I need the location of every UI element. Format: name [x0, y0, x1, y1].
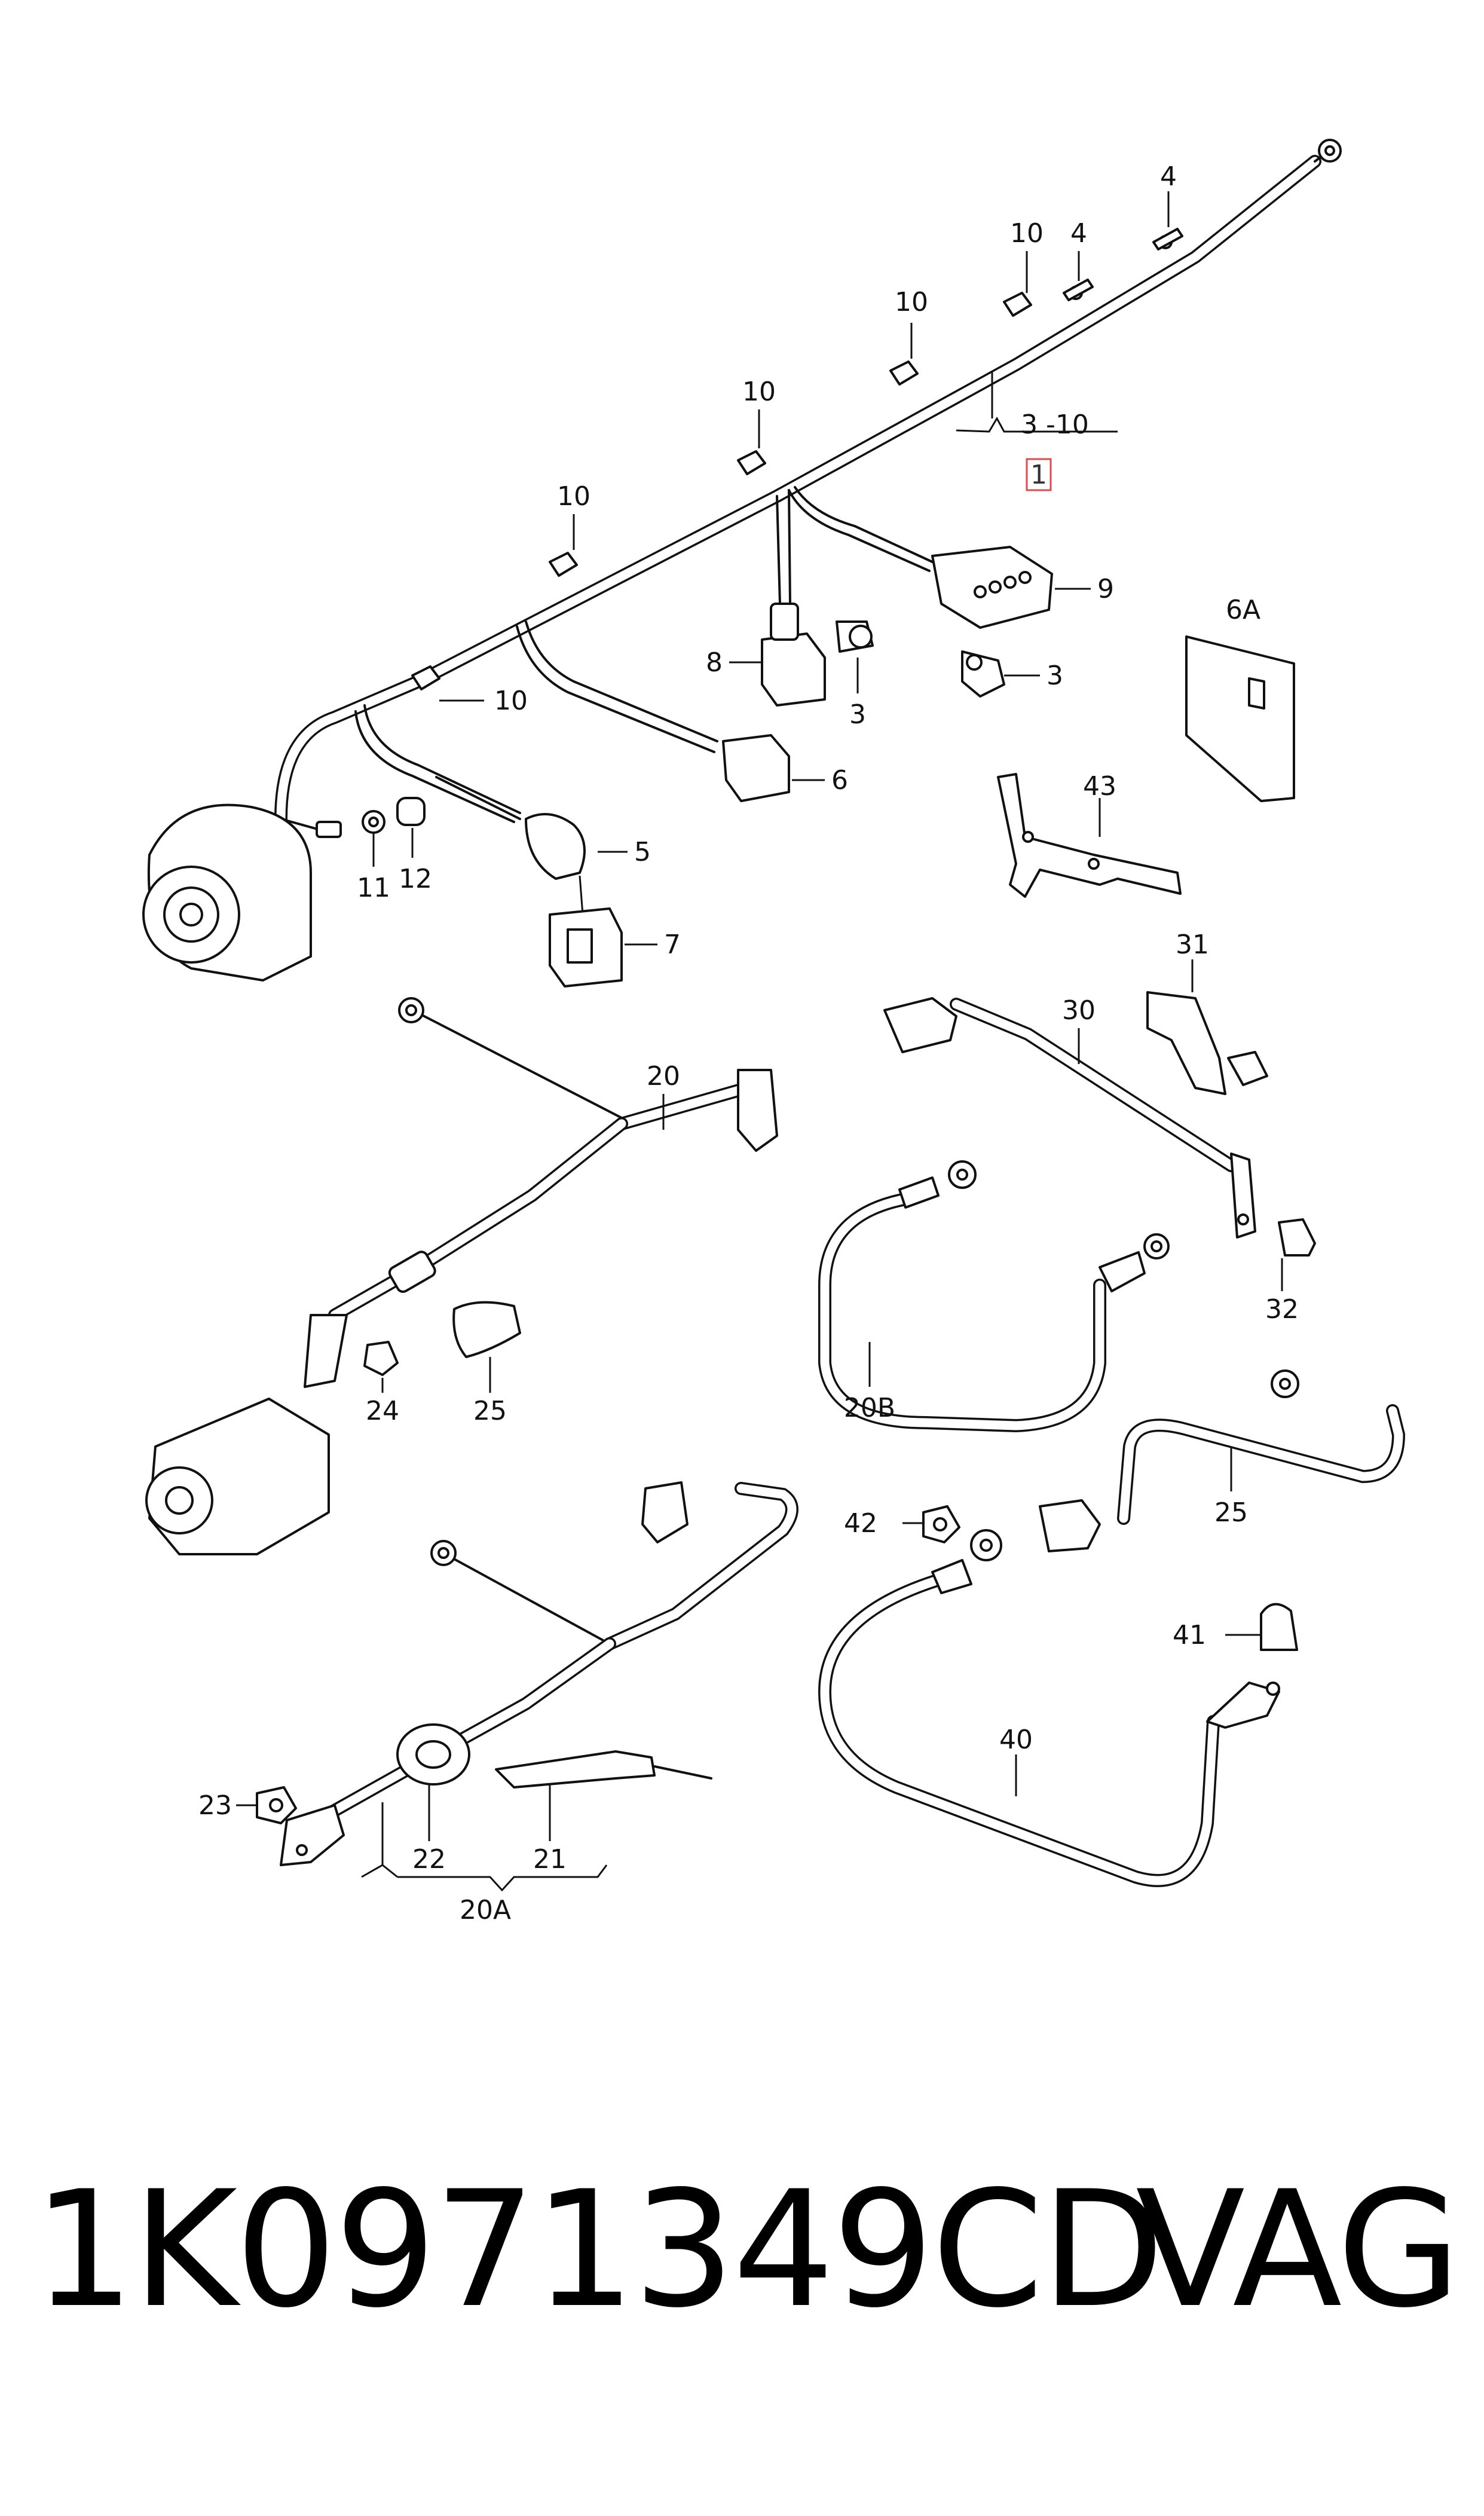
fastener-3 [836, 620, 1005, 698]
starter-motor [145, 1398, 330, 1555]
bracket-43 [997, 773, 1182, 898]
callout-32: 32 [1265, 1294, 1299, 1325]
part-number: 1K0971349CD [33, 2157, 1164, 2343]
brand-label: VAG [1136, 2157, 1461, 2343]
callout-21: 21 [533, 1844, 567, 1875]
nut-42 [922, 1505, 960, 1543]
callout-20B: 20B [844, 1393, 895, 1423]
ground-cable-25 [1039, 1369, 1406, 1552]
callout-6A: 6A [1226, 595, 1260, 625]
sensor-21 [495, 1750, 712, 1789]
callout-25: 25 [473, 1396, 507, 1426]
cap-41 [1260, 1603, 1298, 1651]
callout-24: 24 [366, 1396, 399, 1426]
item-1-highlight-box [1026, 458, 1052, 491]
engine-wiring-harness [274, 139, 1342, 838]
connector-7 [549, 907, 623, 988]
connector-6 [722, 734, 790, 802]
wiring-harness-diagram: 4 4 10 10 10 10 10 3 -10 1 9 8 3 3 6A 6 … [142, 139, 1406, 1925]
cap-25-upper [452, 1301, 521, 1358]
callout-10: 10 [742, 377, 776, 407]
bracket-31 [1146, 991, 1268, 1095]
callout-25: 25 [1214, 1497, 1248, 1528]
cable-clips [411, 228, 1183, 690]
ground-cable-20B [818, 1160, 1170, 1433]
gasket-6A [1185, 635, 1295, 802]
callout-12: 12 [399, 864, 432, 894]
callout-10: 10 [895, 287, 928, 317]
callout-4: 4 [1070, 218, 1087, 249]
callout-20: 20 [647, 1061, 680, 1092]
leader-lines [236, 191, 1283, 1892]
callout-10: 10 [1010, 218, 1044, 249]
nut-23 [256, 1786, 297, 1824]
callout-30: 30 [1062, 995, 1096, 1026]
callout-40: 40 [999, 1725, 1033, 1755]
callout-5: 5 [634, 837, 651, 867]
starter-cable-20 [304, 997, 778, 1388]
nut-24 [363, 1341, 399, 1376]
nut-11-12 [362, 797, 426, 834]
alternator [142, 803, 312, 982]
callout-4: 4 [1160, 161, 1177, 192]
callout-labels: 4 4 10 10 10 10 10 3 -10 1 9 8 3 3 6A 6 … [198, 161, 1299, 1925]
sensor-5 [435, 776, 586, 915]
callout-3: 3 [1047, 661, 1063, 691]
callout-8: 8 [706, 647, 723, 678]
callout-42: 42 [844, 1508, 877, 1539]
callout-10: 10 [494, 686, 528, 716]
callout-41: 41 [1173, 1620, 1206, 1650]
callout-31: 31 [1176, 930, 1209, 960]
callout-20A: 20A [460, 1895, 511, 1925]
connector-8 [761, 603, 826, 707]
callout-group-3-10: 3 -10 [1021, 409, 1089, 440]
connector-9 [931, 546, 1053, 629]
callout-6: 6 [831, 765, 848, 796]
nut-32 [1278, 1218, 1316, 1257]
callout-23: 23 [198, 1790, 232, 1821]
ground-cable-40 [818, 1529, 1280, 1887]
callout-11: 11 [357, 873, 390, 903]
battery-cable-30 [883, 997, 1256, 1239]
callout-43: 43 [1083, 771, 1116, 802]
callout-9: 9 [1097, 574, 1114, 604]
callout-3: 3 [849, 699, 866, 730]
battery-cable-20A [280, 1481, 798, 1866]
callout-22: 22 [412, 1844, 446, 1875]
callout-10: 10 [557, 481, 590, 512]
callout-7: 7 [664, 930, 681, 960]
callout-1: 1 [1030, 460, 1047, 490]
